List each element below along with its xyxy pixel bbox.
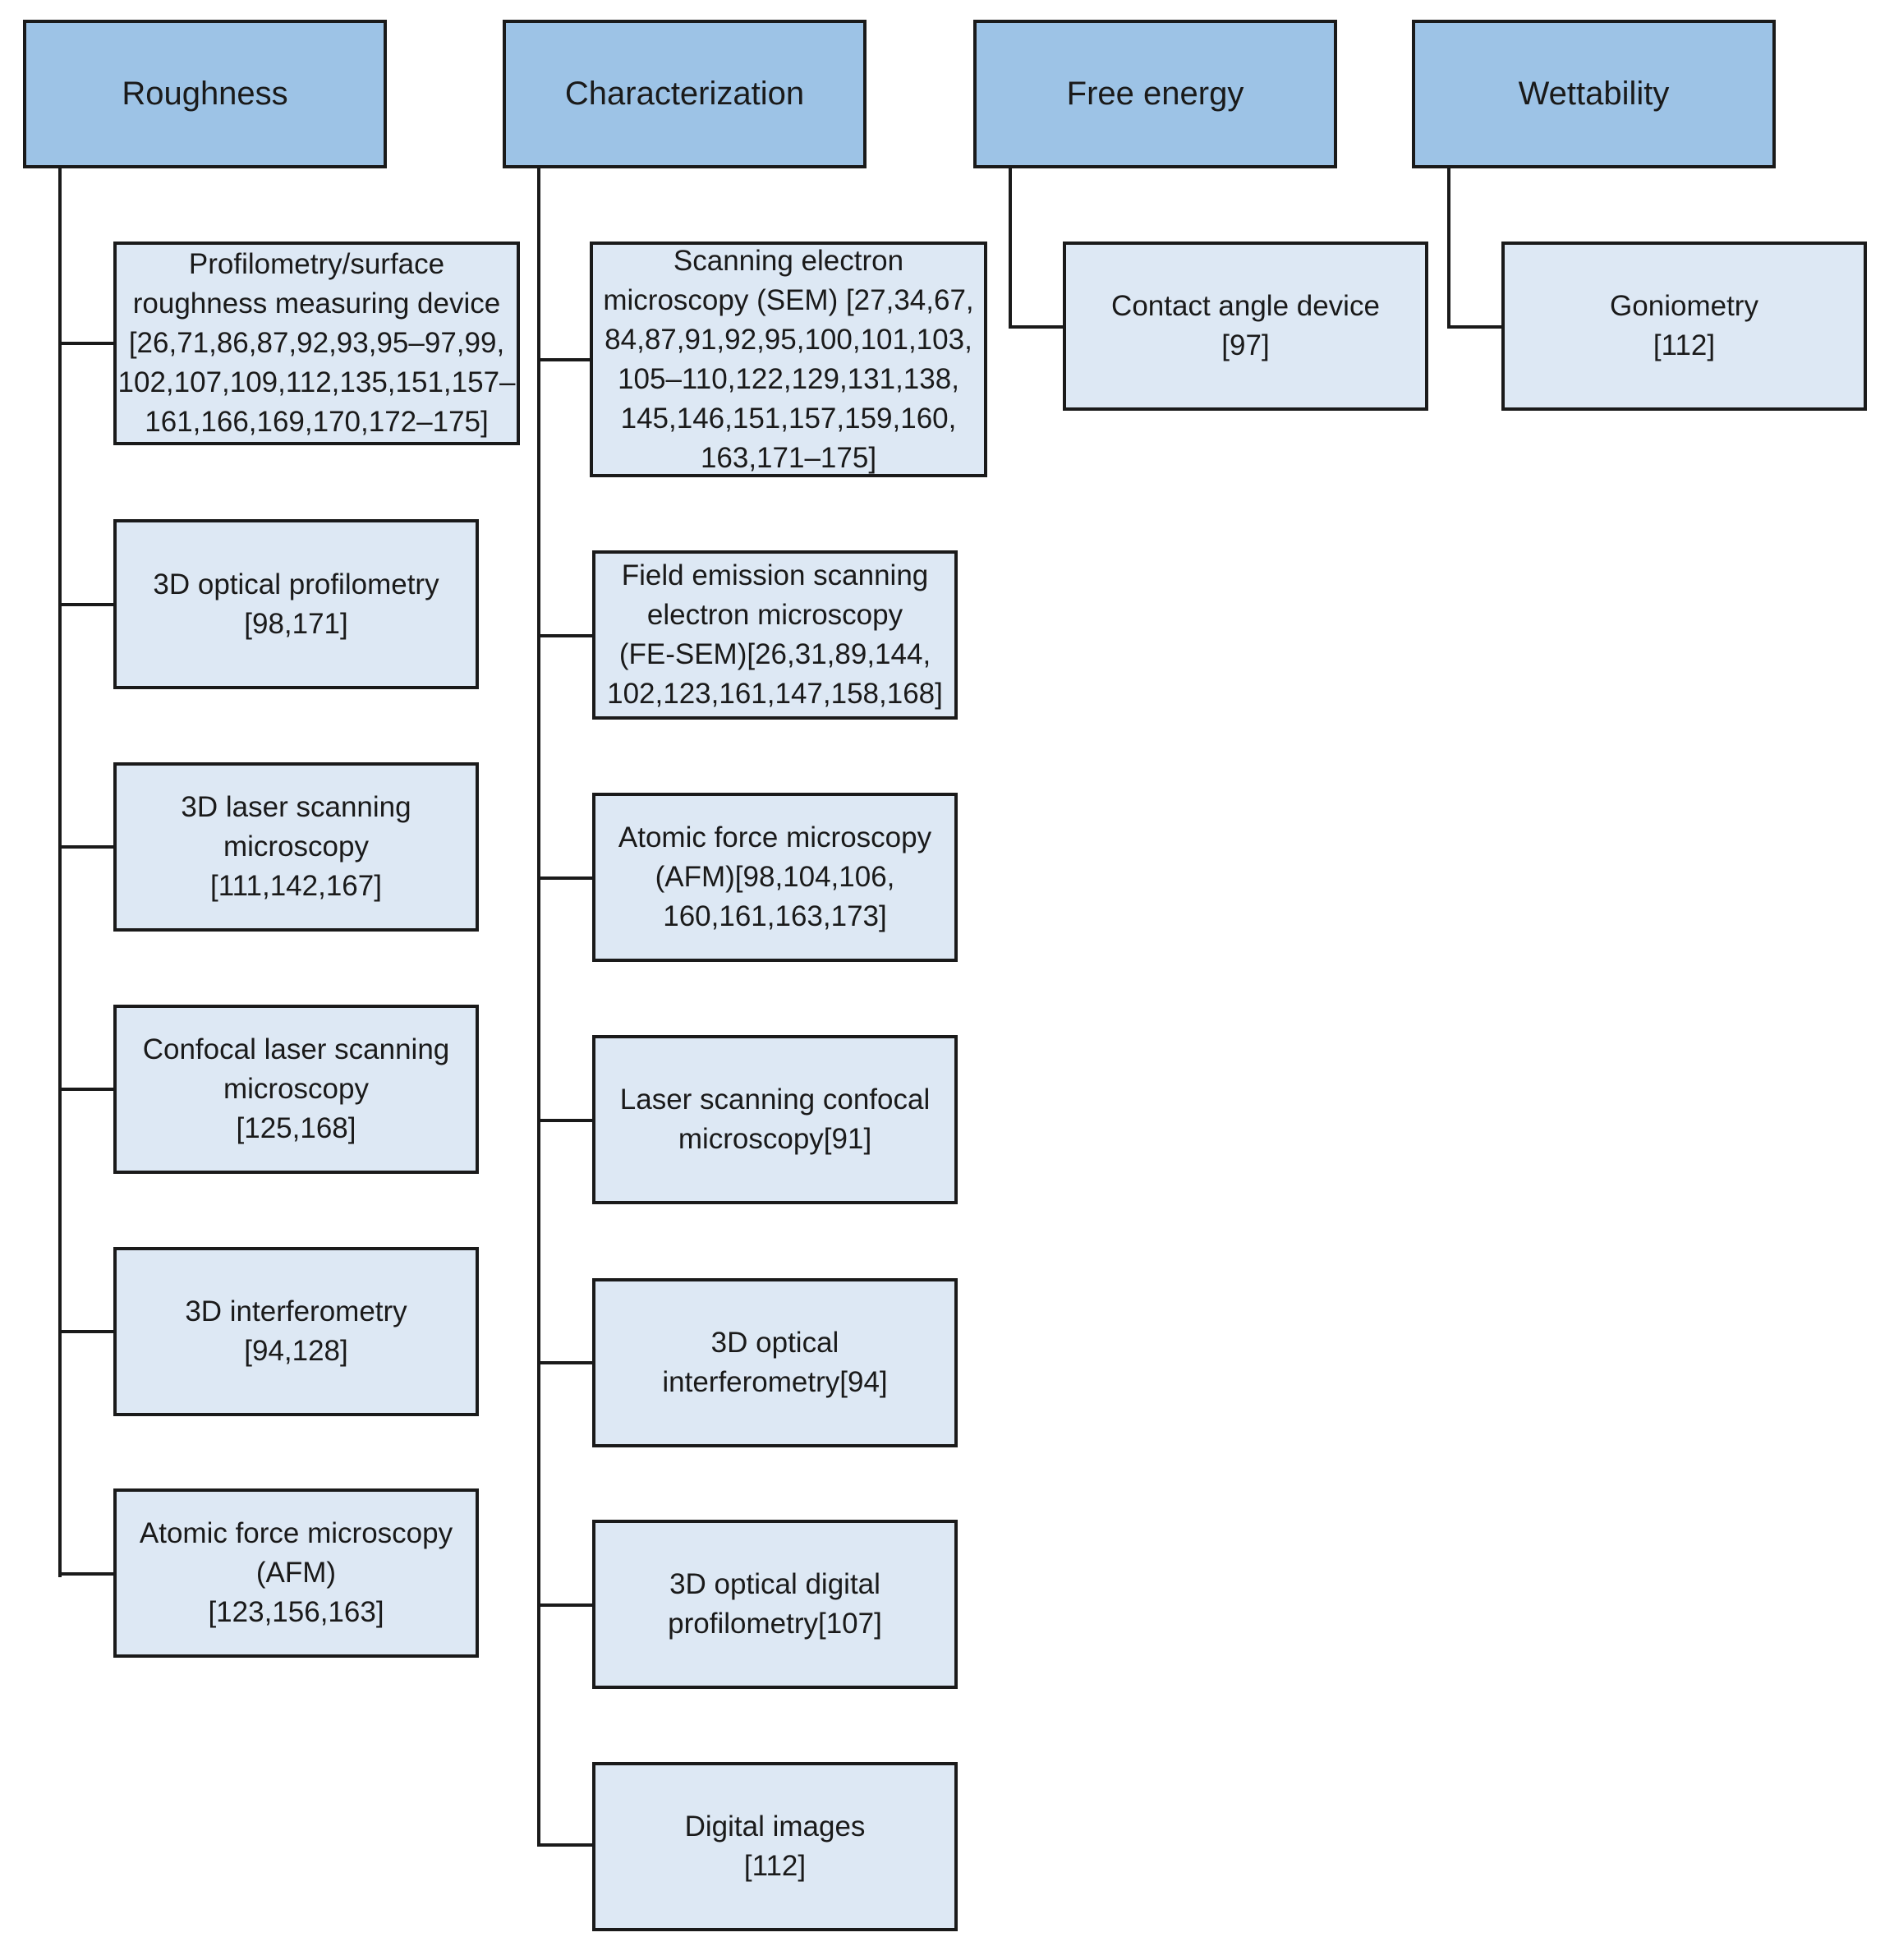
- node-text-line: 3D laser scanning: [181, 791, 411, 823]
- header-free-energy: Free energy: [973, 20, 1337, 168]
- node-text-line: 105–110,122,129,131,138,: [618, 362, 959, 395]
- node-text-line: interferometry[94]: [662, 1366, 888, 1398]
- node-text-line: 161,166,169,170,172–175]: [145, 406, 489, 438]
- node-text-line: Laser scanning confocal: [619, 1084, 931, 1116]
- node-text-line: Profilometry/surface: [188, 248, 445, 280]
- node-text-line: [111,142,167]: [210, 870, 382, 902]
- node-contact-angle-device: Contact angle device [97]: [1063, 242, 1428, 411]
- node-text-line: [98,171]: [244, 607, 348, 640]
- node-text-line: Contact angle device: [1111, 290, 1380, 322]
- node-text-line: 163,171–175]: [700, 441, 877, 474]
- node-text-line: Scanning electron: [673, 244, 904, 277]
- node-text-line: 3D optical profilometry: [153, 568, 439, 600]
- node-text-line: [112]: [743, 1850, 807, 1882]
- header-label: Characterization: [564, 76, 805, 112]
- node-text-line: microscopy: [223, 1073, 369, 1105]
- header-characterization: Characterization: [503, 20, 867, 168]
- node-laser-scanning-confocal-microscopy: Laser scanning confocal microscopy[91]: [592, 1035, 958, 1204]
- node-text-line: 145,146,151,157,159,160,: [620, 402, 957, 435]
- node-text-line: [94,128]: [244, 1335, 348, 1367]
- node-fe-sem: Field emission scanning electron microsc…: [592, 550, 958, 720]
- header-roughness: Roughness: [23, 20, 387, 168]
- node-text-line: Digital images: [684, 1810, 866, 1843]
- node-text-line: [97]: [1221, 329, 1270, 361]
- node-digital-images: Digital images [112]: [592, 1762, 958, 1931]
- node-text-line: profilometry[107]: [668, 1608, 882, 1640]
- node-afm-characterization: Atomic force microscopy (AFM)[98,104,106…: [592, 793, 958, 962]
- node-profilometry: Profilometry/surface roughness measuring…: [113, 242, 520, 445]
- node-atomic-force-microscopy: Atomic force microscopy (AFM) [123,156,1…: [113, 1488, 479, 1658]
- node-text-line: (FE-SEM)[26,31,89,144,: [618, 638, 931, 670]
- node-text-line: 3D optical digital: [669, 1568, 880, 1600]
- header-label: Roughness: [122, 76, 288, 112]
- node-text-line: Atomic force microscopy: [618, 821, 932, 853]
- node-text-line: Goniometry: [1610, 290, 1758, 322]
- node-text-line: microscopy[91]: [678, 1123, 872, 1155]
- node-text-line: 102,123,161,147,158,168]: [607, 678, 943, 710]
- header-wettability: Wettability: [1412, 20, 1776, 168]
- node-text-line: Confocal laser scanning: [142, 1033, 450, 1065]
- node-3d-optical-interferometry: 3D optical interferometry[94]: [592, 1278, 958, 1447]
- header-label: Wettability: [1518, 76, 1670, 112]
- node-text-line: 3D optical: [710, 1327, 839, 1359]
- node-text-line: 160,161,163,173]: [663, 900, 887, 932]
- node-text-line: electron microscopy: [646, 599, 903, 631]
- node-text-line: [26,71,86,87,92,93,95–97,99,: [128, 327, 505, 359]
- node-text-line: roughness measuring device: [132, 288, 501, 320]
- node-text-line: microscopy: [223, 830, 369, 863]
- node-sem: Scanning electron microscopy (SEM) [27,3…: [590, 242, 987, 477]
- node-3d-interferometry: 3D interferometry [94,128]: [113, 1247, 479, 1416]
- node-3d-optical-digital-profilometry: 3D optical digital profilometry[107]: [592, 1520, 958, 1689]
- node-text-line: 102,107,109,112,135,151,157–: [117, 366, 516, 398]
- node-text-line: (AFM): [255, 1557, 337, 1589]
- node-text-line: Atomic force microscopy: [139, 1517, 453, 1549]
- node-goniometry: Goniometry [112]: [1501, 242, 1867, 411]
- node-text-line: 3D interferometry: [185, 1295, 407, 1327]
- node-text-line: [123,156,163]: [208, 1596, 384, 1628]
- node-text-line: Field emission scanning: [621, 559, 929, 591]
- header-label: Free energy: [1066, 76, 1244, 112]
- node-text-line: [112]: [1653, 329, 1716, 361]
- node-text-line: (AFM)[98,104,106,: [655, 861, 895, 893]
- node-text-line: [125,168]: [236, 1112, 356, 1144]
- node-text-line: 84,87,91,92,95,100,101,103,: [605, 323, 972, 356]
- node-3d-optical-profilometry: 3D optical profilometry [98,171]: [113, 519, 479, 689]
- node-confocal-laser-scanning-microscopy: Confocal laser scanning microscopy [125,…: [113, 1005, 479, 1174]
- node-text-line: microscopy (SEM) [27,34,67,: [603, 283, 974, 316]
- node-3d-laser-scanning-microscopy: 3D laser scanning microscopy [111,142,16…: [113, 762, 479, 932]
